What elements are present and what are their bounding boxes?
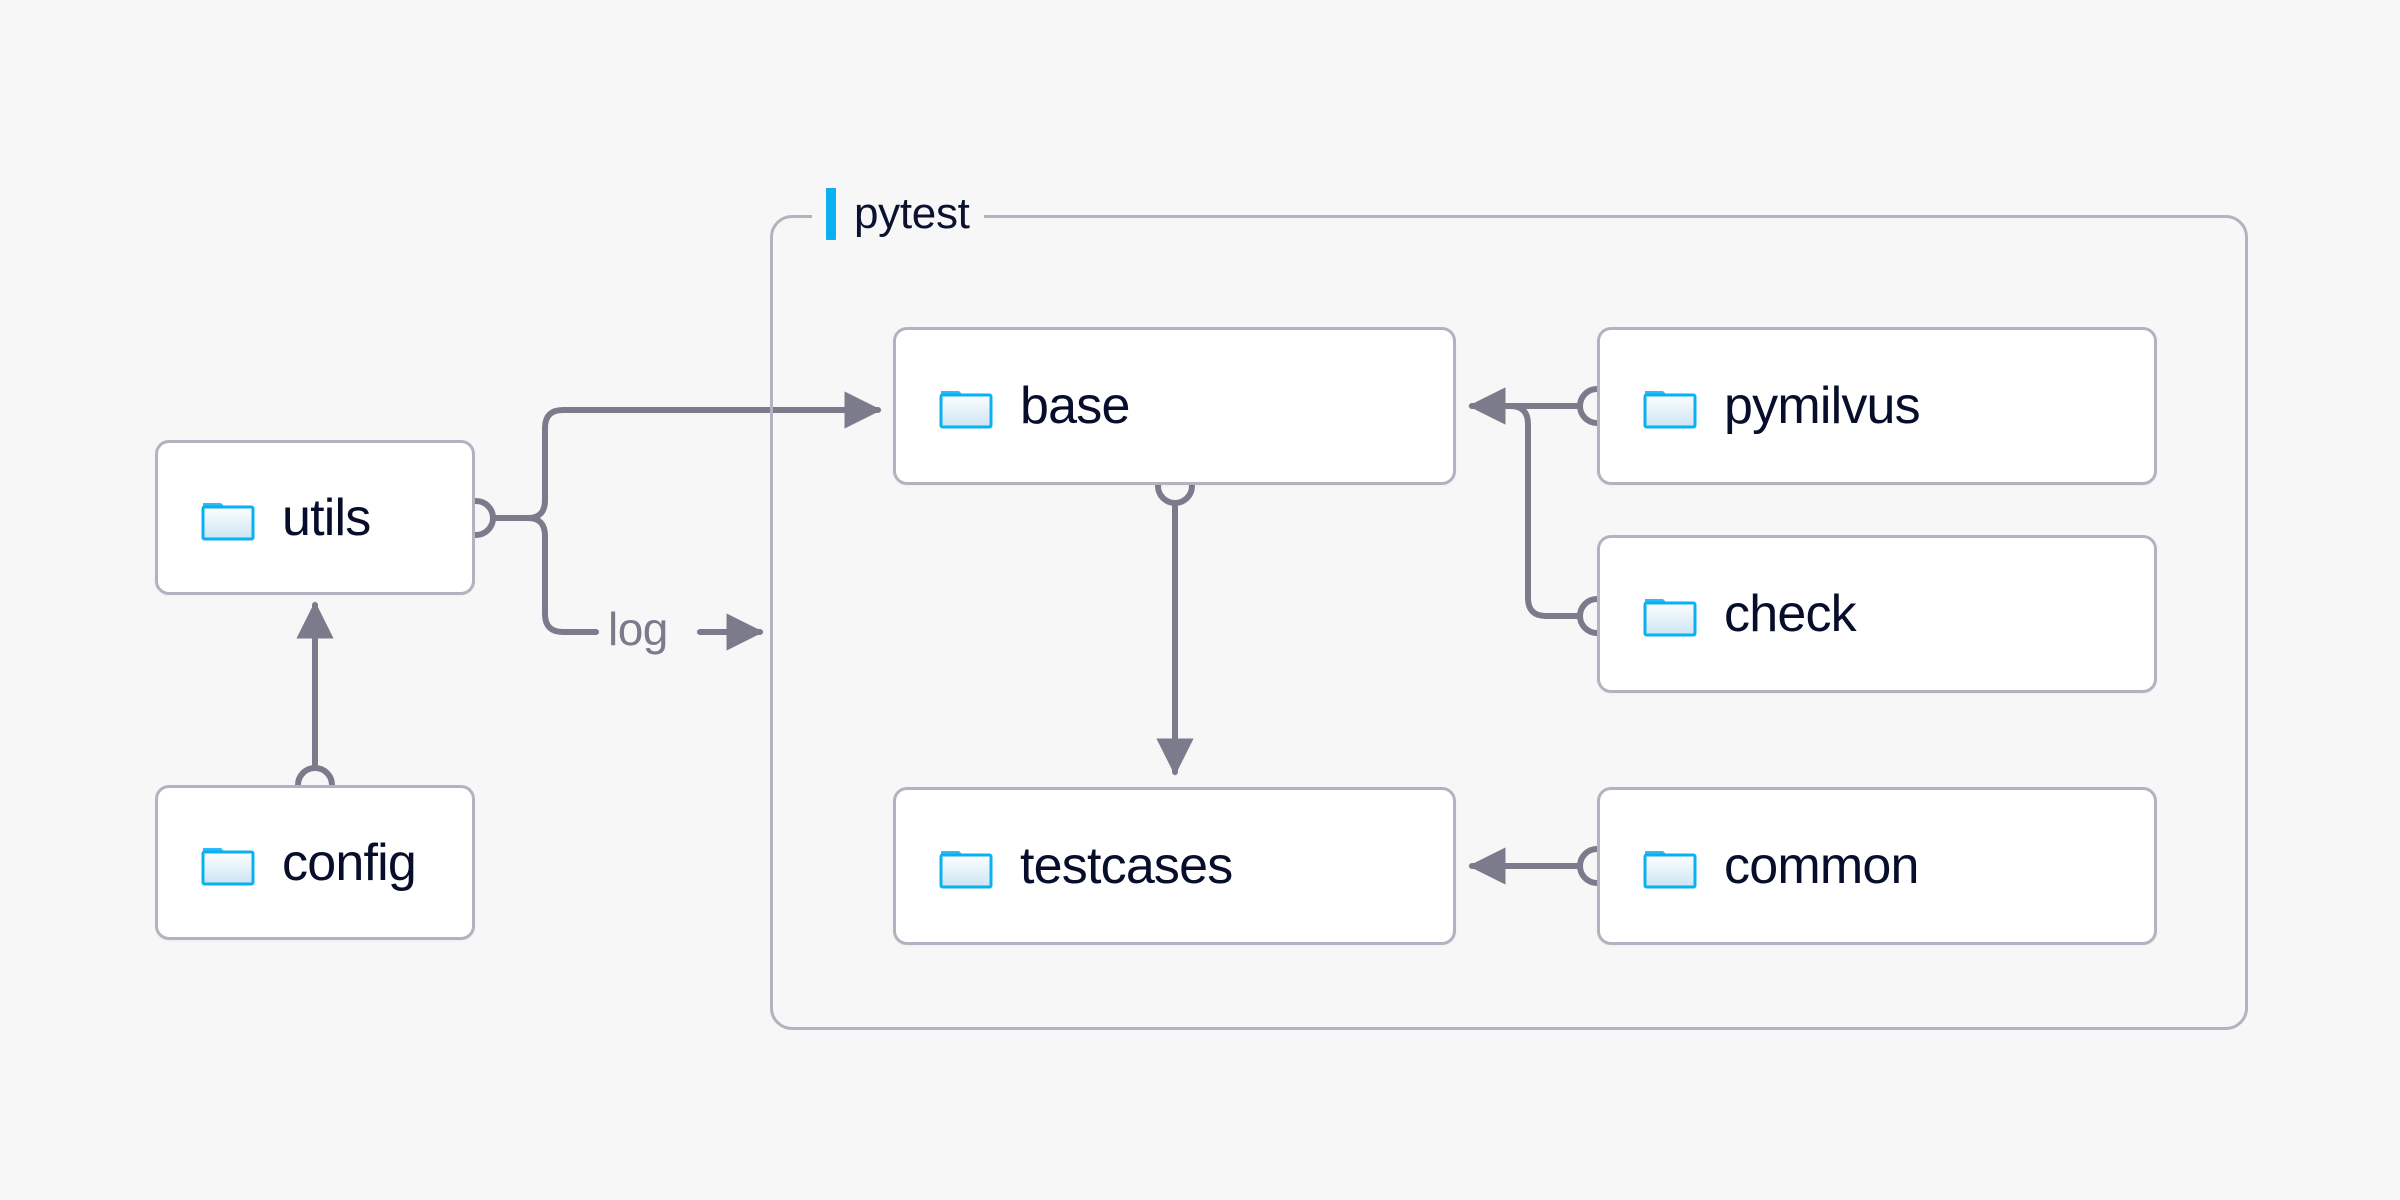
- node-pymilvus[interactable]: pymilvus: [1597, 327, 2157, 485]
- folder-icon: [939, 391, 993, 429]
- accent-tick-icon: [826, 188, 836, 240]
- edge-label-log: log: [608, 603, 668, 655]
- folder-icon: [939, 851, 993, 889]
- folder-icon: [201, 847, 255, 885]
- folder-icon: [201, 502, 255, 540]
- group-pytest-header: pytest: [812, 188, 984, 240]
- edge-utils-to-log: [525, 515, 599, 635]
- node-check-label: check: [1724, 585, 1857, 643]
- node-utils[interactable]: utils: [155, 440, 475, 595]
- folder-icon: [1643, 391, 1697, 429]
- node-check[interactable]: check: [1597, 535, 2157, 693]
- folder-icon: [1643, 599, 1697, 637]
- node-base-label: base: [1020, 377, 1130, 435]
- node-testcases[interactable]: testcases: [893, 787, 1456, 945]
- folder-icon: [1643, 851, 1697, 889]
- node-pymilvus-label: pymilvus: [1724, 377, 1921, 435]
- node-common[interactable]: common: [1597, 787, 2157, 945]
- node-base[interactable]: base: [893, 327, 1456, 485]
- node-testcases-label: testcases: [1020, 837, 1233, 895]
- node-common-label: common: [1724, 837, 1919, 895]
- group-pytest[interactable]: [770, 215, 2248, 1030]
- node-config-label: config: [282, 833, 417, 892]
- group-pytest-label: pytest: [854, 189, 970, 238]
- node-config[interactable]: config: [155, 785, 475, 940]
- node-utils-label: utils: [282, 488, 371, 547]
